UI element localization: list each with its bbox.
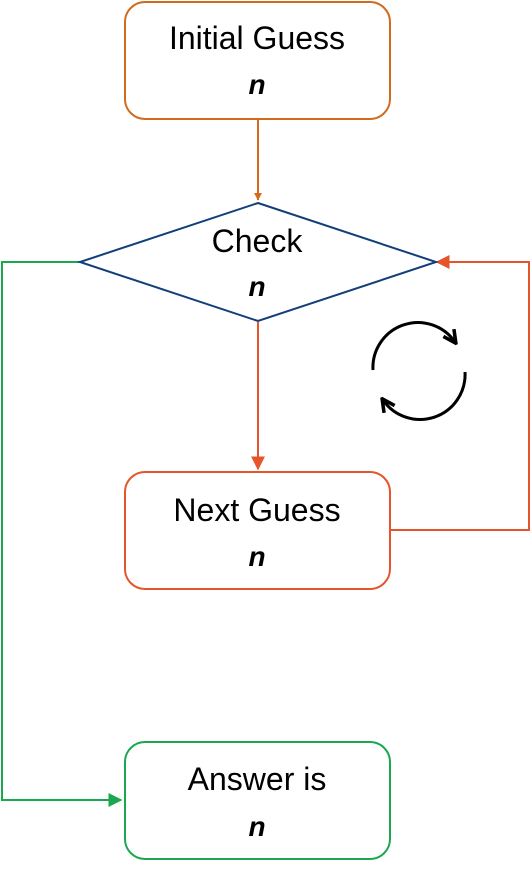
edge-check-to-answer: [1, 261, 123, 807]
node-next-guess-box: [124, 471, 391, 590]
refresh-cycle-icon: [371, 321, 467, 421]
node-answer-var: n: [248, 811, 265, 842]
node-check-diamond: [76, 201, 440, 323]
edge-next-to-check-loop: [390, 255, 530, 531]
node-answer-box: [124, 741, 391, 860]
node-initial-guess-label: Initial Guess: [169, 20, 345, 56]
node-initial-guess: Initial Guess n: [124, 1, 391, 120]
node-check-var: n: [248, 271, 265, 302]
node-answer: Answer is n: [124, 741, 391, 860]
node-initial-guess-box: [124, 1, 391, 120]
node-next-guess-var: n: [248, 541, 265, 572]
node-next-guess-label: Next Guess: [173, 492, 340, 528]
node-initial-guess-var: n: [248, 69, 265, 100]
node-next-guess: Next Guess n: [124, 471, 391, 590]
node-answer-label: Answer is: [188, 761, 327, 797]
node-check: Check n: [76, 201, 440, 323]
node-check-label: Check: [212, 223, 304, 259]
